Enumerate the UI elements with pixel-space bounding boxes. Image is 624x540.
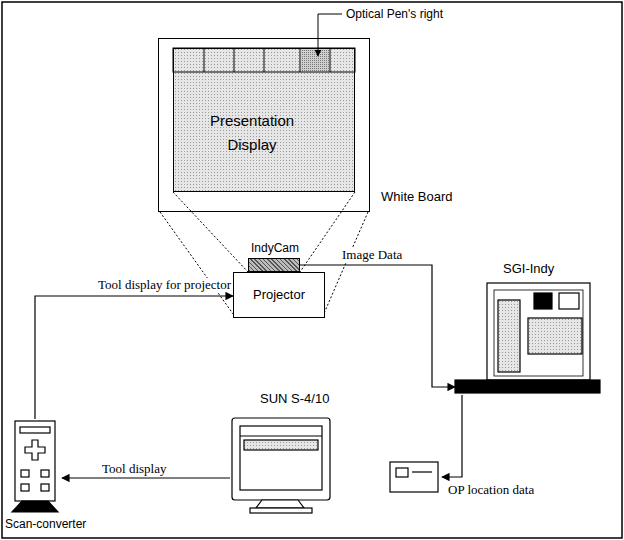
sun-workstation: [232, 418, 330, 513]
node-label: Projector: [234, 288, 324, 303]
sgi-workstation: [455, 283, 600, 393]
presentation-display: Presentation Display: [173, 48, 355, 192]
edge-label: Image Data: [340, 248, 404, 262]
connector-arrow: [442, 395, 462, 477]
display-area: [173, 48, 355, 192]
leader-line: [318, 14, 342, 56]
edge-label: OP location data: [446, 483, 536, 497]
connector-arrow: [35, 296, 233, 419]
node-label: Scan-converter: [5, 518, 86, 532]
edge-label: Tool display: [100, 462, 168, 476]
camera-box: IndyCam: [248, 258, 300, 272]
scan-converter-node: Scan-converter: [12, 419, 62, 514]
node-label: SUN S-4/10: [260, 392, 329, 407]
node-label: SGI-Indy: [503, 262, 554, 277]
white-board: White BoardPresentation Display: [158, 38, 370, 212]
connector-arrow: [62, 477, 230, 478]
node-label: White Board: [381, 190, 453, 205]
sgi-indy-node: SGI-Indy: [455, 283, 600, 395]
op-card: [390, 462, 438, 492]
projector-box: Projector: [233, 272, 325, 318]
projection-rays: [160, 192, 368, 318]
callout-label: Optical Pen's right: [346, 7, 443, 21]
scan-converter-device: [12, 421, 58, 512]
node-label: IndyCam: [249, 242, 301, 256]
sun-node: SUN S-4/10: [230, 413, 442, 515]
edge-label: Tool display for projector: [96, 278, 233, 292]
node-label: Presentation Display: [192, 109, 312, 157]
menu-cells: [173, 48, 355, 72]
